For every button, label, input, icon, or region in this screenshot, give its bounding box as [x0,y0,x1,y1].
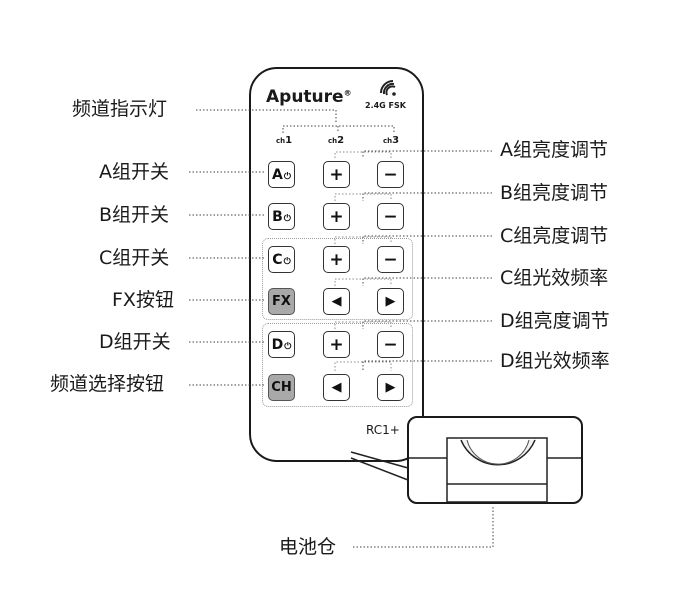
callout-d-brightness: D组亮度调节 [500,310,610,332]
d-effect-right-button[interactable]: ▶ [377,374,404,401]
callout-d-effect: D组光效频率 [500,350,610,372]
group-c-box [262,238,413,320]
b-brightness-plus-button[interactable]: + [323,203,350,230]
callout-channel-indicator: 频道指示灯 [72,98,168,120]
remote-control-body: Aputure® 2.4G FSK ch1 ch2 ch3 A⏻ B⏻ C⏻ F… [249,67,424,462]
a-brightness-minus-button[interactable]: − [377,161,404,188]
c-effect-left-button[interactable]: ◀ [323,288,350,315]
triangle-left-icon: ◀ [331,294,342,309]
c-effect-right-button[interactable]: ▶ [377,288,404,315]
a-brightness-plus-button[interactable]: + [323,161,350,188]
channel-select-button[interactable]: CH [268,374,295,401]
brand-logo: Aputure® [266,87,352,107]
channel-indicator-1: ch1 [276,135,293,146]
power-icon: ⏻ [284,342,292,352]
group-d-box [262,323,413,407]
fx-button[interactable]: FX [268,288,295,315]
c-brightness-plus-button[interactable]: + [323,246,350,273]
callout-b-brightness: B组亮度调节 [500,182,609,204]
c-brightness-minus-button[interactable]: − [377,246,404,273]
battery-compartment-zoom [407,416,583,504]
signal-spec: 2.4G FSK [365,101,406,110]
triangle-left-icon: ◀ [331,380,342,395]
power-icon: ⏻ [283,257,291,267]
triangle-right-icon: ▶ [385,294,396,309]
battery-cell-icon [409,437,581,502]
d-brightness-minus-button[interactable]: − [377,331,404,358]
d-group-switch-button[interactable]: D⏻ [268,331,295,358]
power-icon: ⏻ [283,214,291,224]
channel-indicator-2: ch2 [328,135,345,146]
wireless-signal-icon [380,80,396,96]
callout-a-switch: A组开关 [99,161,169,183]
c-group-switch-button[interactable]: C⏻ [268,246,295,273]
callout-b-switch: B组开关 [99,204,170,226]
d-effect-left-button[interactable]: ◀ [323,374,350,401]
callout-c-effect: C组光效频率 [500,267,609,289]
callout-battery-compartment: 电池仓 [279,536,337,558]
a-group-switch-button[interactable]: A⏻ [268,161,295,188]
b-brightness-minus-button[interactable]: − [377,203,404,230]
callout-d-switch: D组开关 [99,331,171,353]
model-name: RC1+ [366,423,400,437]
callout-a-brightness: A组亮度调节 [500,139,608,161]
callout-channel-select-button: 频道选择按钮 [50,373,165,395]
power-icon: ⏻ [283,172,291,182]
b-group-switch-button[interactable]: B⏻ [268,203,295,230]
channel-indicator-3: ch3 [383,135,400,146]
callout-c-switch: C组开关 [99,247,170,269]
triangle-right-icon: ▶ [385,380,396,395]
d-brightness-plus-button[interactable]: + [323,331,350,358]
callout-c-brightness: C组亮度调节 [500,225,609,247]
callout-fx-button: FX按钮 [112,289,174,311]
